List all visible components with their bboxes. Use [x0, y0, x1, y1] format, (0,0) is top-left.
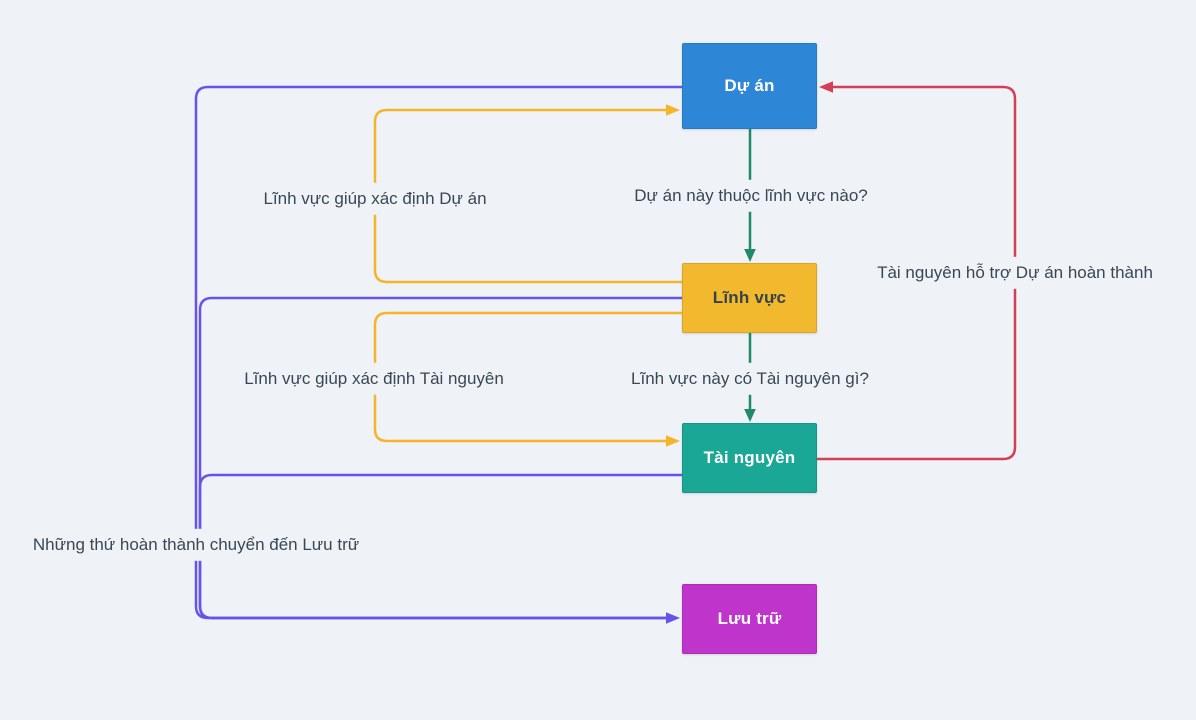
edge-tai-nguyen-yellow-arrowhead: [666, 435, 680, 447]
edge-label-linh-vuc-tai-nguyen: Lĩnh vực này có Tài nguyên gì?: [623, 362, 877, 396]
edge-linh-vuc-green-arrowhead: [744, 249, 756, 262]
edge-label-tai-nguyen-du-an: Tài nguyên hỗ trợ Dự án hoàn thành: [869, 256, 1161, 290]
edge-label-linh-vuc-tai-nguyen-loop: Lĩnh vực giúp xác định Tài nguyên: [236, 362, 512, 396]
node-luu-tru: Lưu trữ: [682, 584, 817, 654]
edge-label-luu-tru: Những thứ hoàn thành chuyển đến Lưu trữ: [24, 528, 368, 562]
node-du-an: Dự án: [682, 43, 817, 129]
edge-label-linh-vuc-du-an: Lĩnh vực giúp xác định Dự án: [255, 182, 495, 216]
edge-du-an-red-arrowhead: [819, 81, 833, 93]
node-tai-nguyen: Tài nguyên: [682, 423, 817, 493]
edge-label-du-an-linh-vuc: Dự án này thuộc lĩnh vực nào?: [626, 179, 876, 213]
edge-du-an-to-luu-tru-line: [194, 85, 683, 620]
edge-luu-tru-arrowhead: [666, 612, 680, 624]
edge-du-an-yellow-arrowhead: [666, 104, 680, 116]
edge-linh-vuc-to-luu-tru-line: [198, 296, 683, 620]
edge-tai-nguyen-green-arrowhead: [744, 409, 756, 422]
node-linh-vuc: Lĩnh vực: [682, 263, 817, 333]
